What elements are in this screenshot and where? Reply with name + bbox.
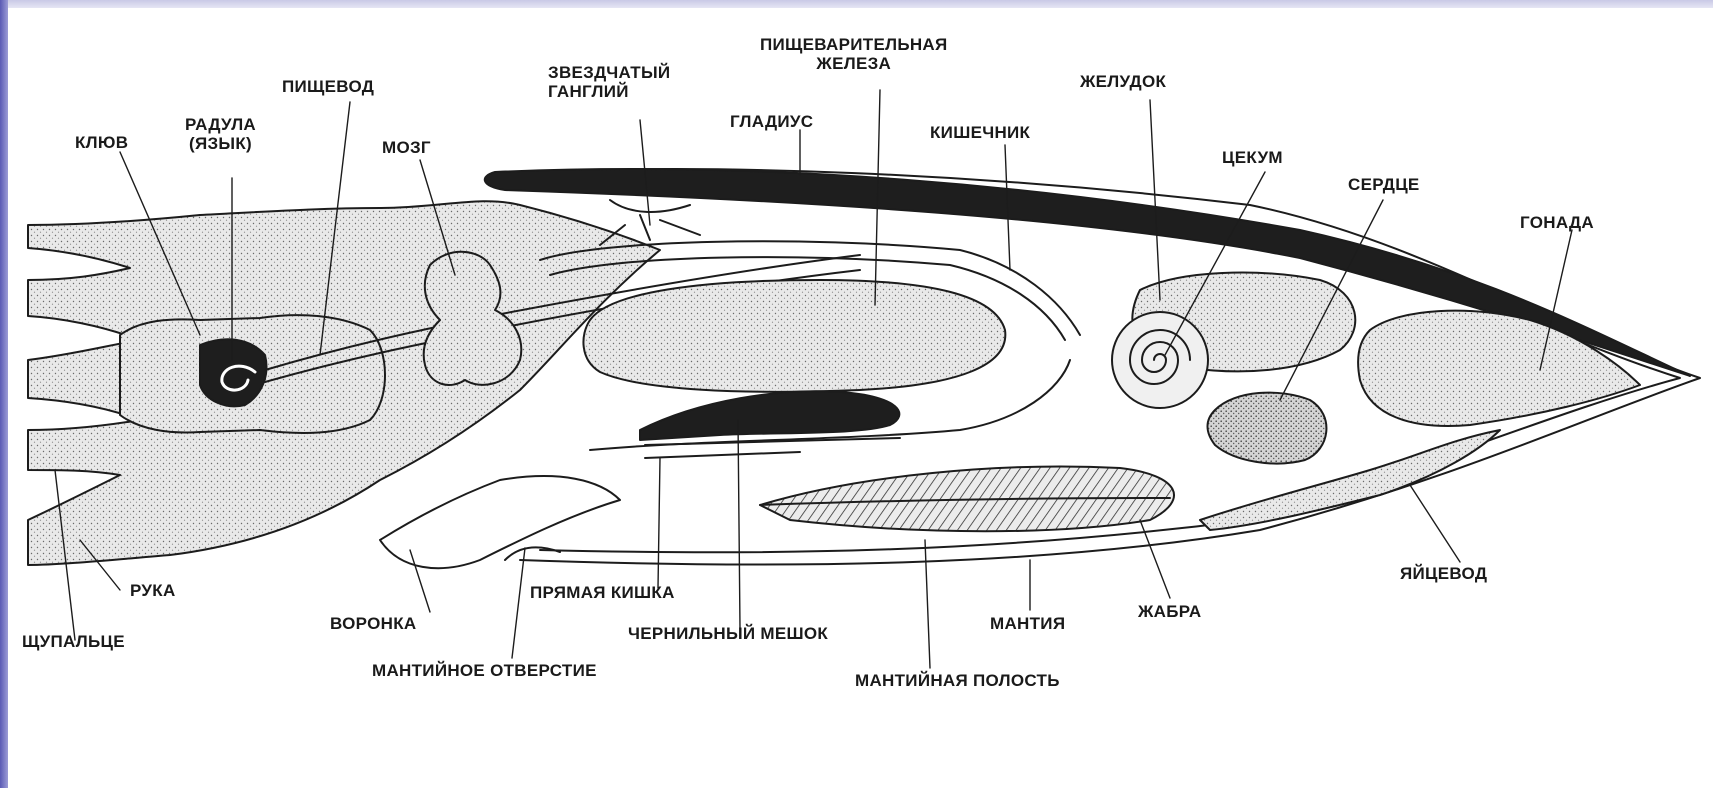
- label-ink-sac: ЧЕРНИЛЬНЫЙ МЕШОК: [628, 624, 828, 643]
- ink-sac-shape: [640, 391, 899, 440]
- gonad-shape: [1358, 311, 1640, 426]
- funnel-shape: [380, 476, 620, 568]
- label-heart: СЕРДЦЕ: [1348, 175, 1420, 194]
- label-radula-line2: (ЯЗЫК): [185, 134, 256, 153]
- label-mantle-cavity: МАНТИЙНАЯ ПОЛОСТЬ: [855, 671, 1060, 690]
- label-radula-line1: РАДУЛА: [185, 115, 256, 134]
- label-gill: ЖАБРА: [1138, 602, 1201, 621]
- digestive-gland-shape: [583, 280, 1005, 392]
- label-stellate-line2: ГАНГЛИЙ: [548, 82, 670, 101]
- label-intestine: КИШЕЧНИК: [930, 123, 1030, 142]
- rectum-tube: [645, 438, 900, 458]
- label-digestive-gland: ПИЩЕВАРИТЕЛЬНАЯ ЖЕЛЕЗА: [760, 35, 948, 73]
- label-radula: РАДУЛА (ЯЗЫК): [185, 115, 256, 153]
- label-stellate-ganglion: ЗВЕЗДЧАТЫЙ ГАНГЛИЙ: [548, 63, 670, 101]
- label-rectum: ПРЯМАЯ КИШКА: [530, 583, 675, 602]
- label-gladius: ГЛАДИУС: [730, 112, 813, 131]
- label-arm: РУКА: [130, 581, 176, 600]
- label-funnel: ВОРОНКА: [330, 614, 416, 633]
- label-caecum: ЦЕКУМ: [1222, 148, 1283, 167]
- label-mantle: МАНТИЯ: [990, 614, 1065, 633]
- label-gonad: ГОНАДА: [1520, 213, 1594, 232]
- label-stellate-line1: ЗВЕЗДЧАТЫЙ: [548, 63, 670, 82]
- label-brain: МОЗГ: [382, 138, 431, 157]
- label-oviduct: ЯЙЦЕВОД: [1400, 564, 1487, 583]
- label-digestive-line2: ЖЕЛЕЗА: [760, 54, 948, 73]
- label-beak: КЛЮВ: [75, 133, 128, 152]
- label-digestive-line1: ПИЩЕВАРИТЕЛЬНАЯ: [760, 35, 948, 54]
- label-tentacle: ЩУПАЛЬЦЕ: [22, 632, 125, 651]
- caecum-shape: [1112, 312, 1208, 408]
- label-esophagus: ПИЩЕВОД: [282, 77, 374, 96]
- label-mantle-opening: МАНТИЙНОЕ ОТВЕРСТИЕ: [372, 661, 597, 680]
- heart-shape: [1208, 393, 1327, 464]
- label-stomach: ЖЕЛУДОК: [1080, 72, 1166, 91]
- beak-shape: [200, 339, 266, 406]
